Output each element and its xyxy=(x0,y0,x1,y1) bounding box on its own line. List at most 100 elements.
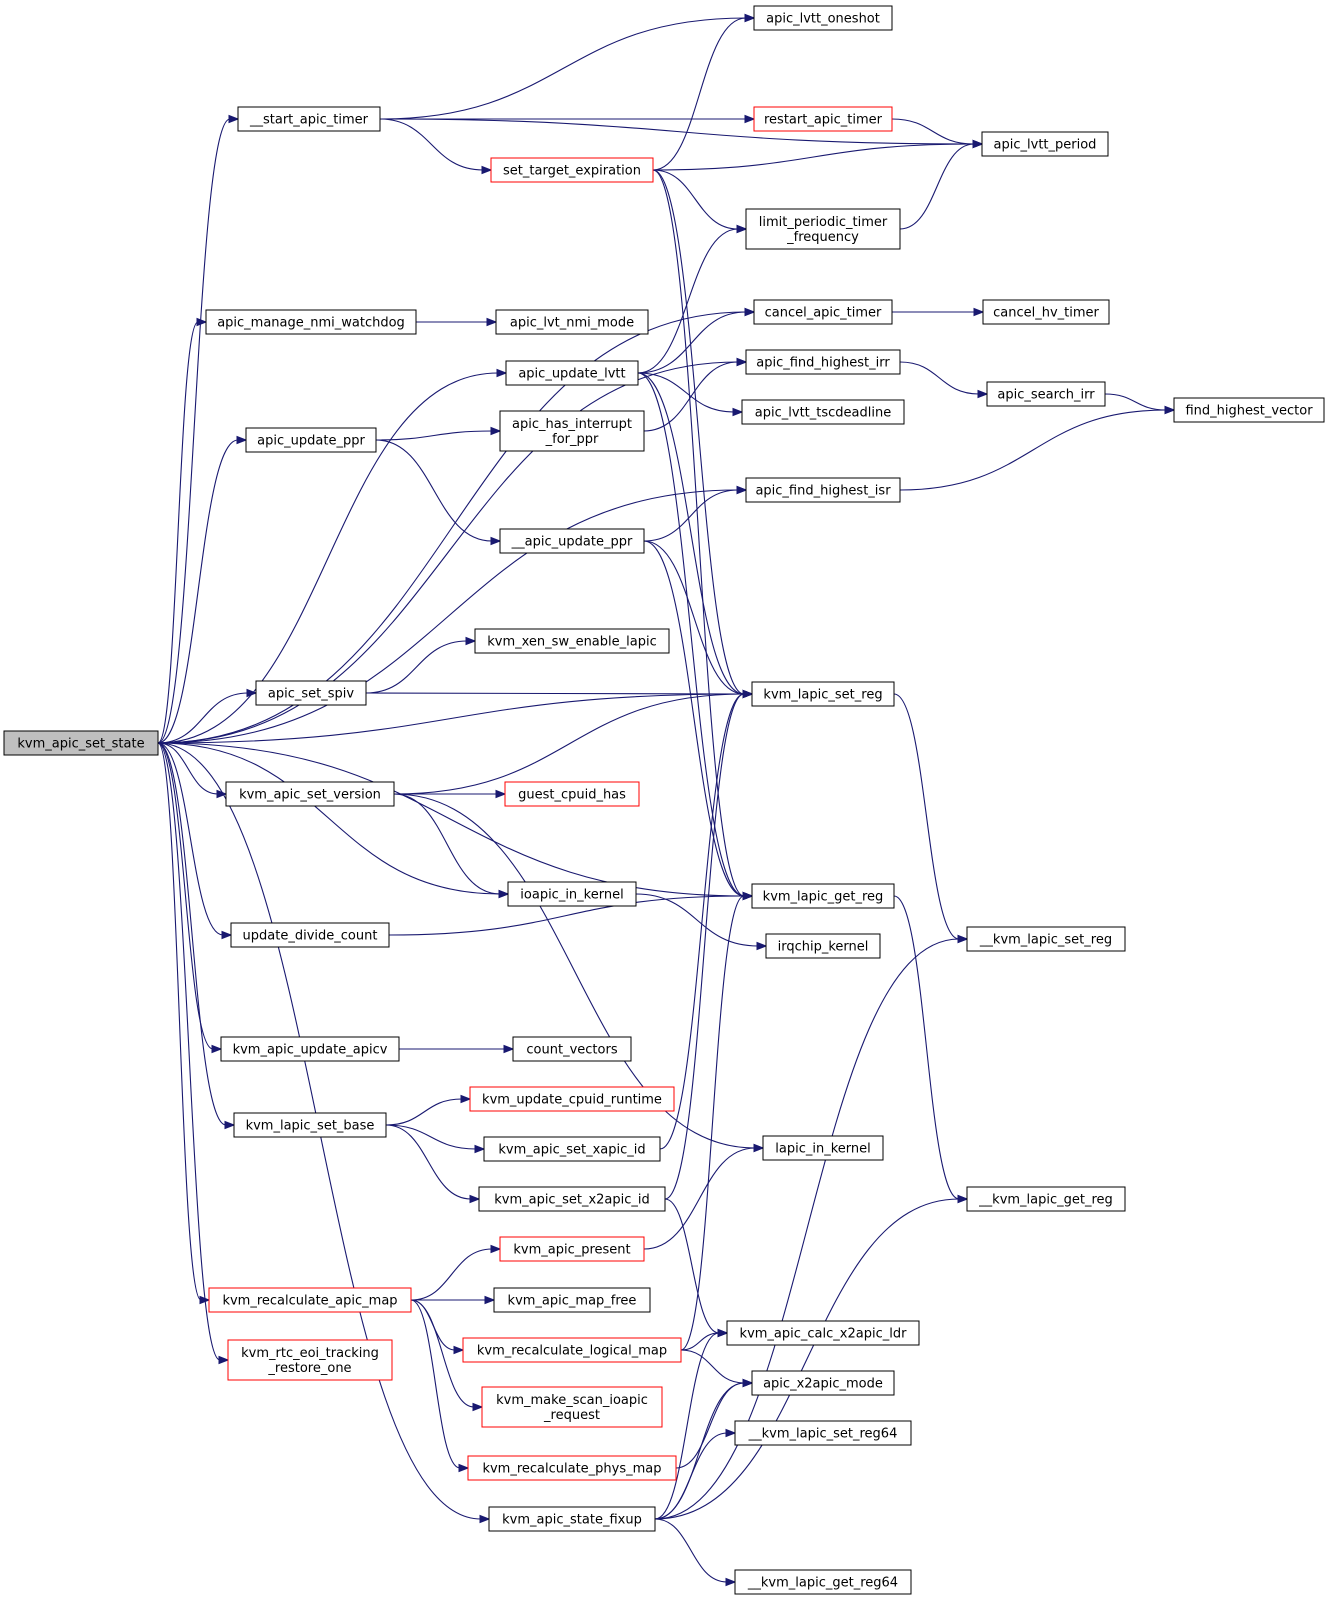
node-apic-set-spiv[interactable]: apic_set_spiv xyxy=(255,680,367,706)
node-cancel-hv-timer[interactable]: cancel_hv_timer xyxy=(982,299,1110,325)
node-label: apic_find_highest_irr xyxy=(756,356,890,371)
node-apic-search-irr[interactable]: apic_search_irr xyxy=(986,381,1106,407)
node-kvm-rtc-eoi-tracking-restore-one[interactable]: kvm_rtc_eoi_tracking_restore_one xyxy=(227,1339,393,1381)
node-label: kvm_apic_present xyxy=(513,1243,630,1258)
call-edge xyxy=(410,1299,465,1355)
node-kvm-lapic-get-reg64[interactable]: __kvm_lapic_get_reg64 xyxy=(734,1569,912,1595)
node-kvm-apic-present[interactable]: kvm_apic_present xyxy=(499,1236,645,1262)
node-apic-update-lvtt[interactable]: apic_update_lvtt xyxy=(505,360,639,386)
node-ioapic-in-kernel[interactable]: ioapic_in_kernel xyxy=(507,881,637,907)
node-cancel-apic-timer[interactable]: cancel_apic_timer xyxy=(753,299,893,325)
node-apic-x2apic-mode[interactable]: apic_x2apic_mode xyxy=(751,1370,895,1396)
node-limit-periodic-timer-frequency[interactable]: limit_periodic_timer_frequency xyxy=(745,208,901,250)
node-restart-apic-timer[interactable]: restart_apic_timer xyxy=(753,106,893,132)
edge-arrowhead xyxy=(957,934,969,944)
node-label: __kvm_lapic_get_reg64 xyxy=(747,1576,898,1591)
node-find-highest-vector[interactable]: find_highest_vector xyxy=(1173,397,1325,423)
node-kvm-apic-state-fixup[interactable]: kvm_apic_state_fixup xyxy=(488,1506,656,1532)
node-box xyxy=(230,922,390,948)
node-kvm-lapic-set-reg[interactable]: __kvm_lapic_set_reg xyxy=(966,926,1126,952)
call-edge xyxy=(654,934,969,1520)
node-kvm-apic-map-free[interactable]: kvm_apic_map_free xyxy=(493,1287,651,1313)
node-label: irqchip_kernel xyxy=(778,940,869,955)
node-box xyxy=(507,881,637,907)
node-label: kvm_xen_sw_enable_lapic xyxy=(487,635,656,650)
node-kvm-lapic-get-reg[interactable]: kvm_lapic_get_reg xyxy=(751,883,895,909)
node-lapic-in-kernel[interactable]: lapic_in_kernel xyxy=(762,1135,884,1161)
call-edge xyxy=(652,169,754,901)
edge-arrowhead xyxy=(742,689,754,699)
node-kvm-apic-set-x2apic-id[interactable]: kvm_apic_set_x2apic_id xyxy=(478,1186,666,1212)
node-kvm-make-scan-ioapic-request[interactable]: kvm_make_scan_ioapic_request xyxy=(481,1386,663,1428)
node-kvm-apic-update-apicv[interactable]: kvm_apic_update_apicv xyxy=(220,1036,400,1062)
edge-arrowhead xyxy=(490,536,502,546)
node-kvm-recalculate-apic-map[interactable]: kvm_recalculate_apic_map xyxy=(208,1287,412,1313)
node-start-apic-timer[interactable]: __start_apic_timer xyxy=(237,106,381,132)
edge-arrowhead xyxy=(753,1143,765,1153)
node-update-divide-count[interactable]: update_divide_count xyxy=(230,922,390,948)
edge-line xyxy=(157,742,221,1361)
edge-arrowhead xyxy=(236,435,248,445)
node-label: kvm_lapic_set_reg xyxy=(763,688,882,703)
node-kvm-xen-sw-enable-lapic[interactable]: kvm_xen_sw_enable_lapic xyxy=(474,628,670,654)
node-kvm-apic-set-state[interactable]: kvm_apic_set_state xyxy=(3,730,159,756)
edge-line xyxy=(157,742,214,1050)
node-irqchip-kernel[interactable]: irqchip_kernel xyxy=(765,933,881,959)
edge-arrowhead xyxy=(218,1355,230,1365)
edge-line xyxy=(891,118,975,145)
node-set-target-expiration[interactable]: set_target_expiration xyxy=(490,157,654,183)
node-label: __start_apic_timer xyxy=(249,113,369,128)
edge-line xyxy=(379,17,747,120)
edge-line xyxy=(157,693,745,744)
node-kvm-recalculate-phys-map[interactable]: kvm_recalculate_phys_map xyxy=(467,1455,677,1481)
node-apic-find-highest-isr[interactable]: apic_find_highest_isr xyxy=(745,477,901,503)
node-apic-lvtt-period[interactable]: apic_lvtt_period xyxy=(981,131,1109,157)
call-edge xyxy=(893,693,969,944)
node-apic-manage-nmi-watchdog[interactable]: apic_manage_nmi_watchdog xyxy=(205,309,417,335)
call-edge xyxy=(635,893,768,951)
node-kvm-lapic-set-base[interactable]: kvm_lapic_set_base xyxy=(233,1112,387,1138)
node-kvm-apic-set-xapic-id[interactable]: kvm_apic_set_xapic_id xyxy=(483,1136,661,1162)
node-apic-has-interrupt-for-ppr[interactable]: apic_has_interrupt_for_ppr xyxy=(499,410,645,452)
node-label: _restore_one xyxy=(267,1361,351,1376)
call-edge xyxy=(157,368,508,744)
node-box xyxy=(753,299,893,325)
edge-line xyxy=(410,1299,475,1408)
node-kvm-update-cpuid-runtime[interactable]: kvm_update_cpuid_runtime xyxy=(469,1086,675,1112)
call-edge xyxy=(643,485,748,542)
edge-line xyxy=(157,742,224,936)
edge-line xyxy=(410,1248,493,1301)
edge-line xyxy=(893,895,960,1200)
call-edge xyxy=(893,895,969,1204)
node-box xyxy=(245,427,377,453)
node-label: restart_apic_timer xyxy=(764,113,883,128)
edge-line xyxy=(365,692,745,695)
node-box xyxy=(499,410,645,452)
node-kvm-lapic-get-reg[interactable]: __kvm_lapic_get_reg xyxy=(966,1186,1126,1212)
node-label: update_divide_count xyxy=(243,929,378,944)
node-label: count_vectors xyxy=(526,1043,617,1058)
node-apic-find-highest-irr[interactable]: apic_find_highest_irr xyxy=(745,349,901,375)
edge-line xyxy=(157,489,739,744)
edge-arrowhead xyxy=(490,426,502,436)
node-count-vectors[interactable]: count_vectors xyxy=(512,1036,632,1062)
node-guest-cpuid-has[interactable]: guest_cpuid_has xyxy=(504,781,640,807)
node-kvm-apic-calc-x2apic-ldr[interactable]: kvm_apic_calc_x2apic_ldr xyxy=(726,1320,920,1346)
node-box xyxy=(966,1186,1126,1212)
call-edge xyxy=(899,361,989,399)
node-box xyxy=(504,781,640,807)
node-apic-update-ppr[interactable]: __apic_update_ppr xyxy=(499,528,645,554)
node-apic-update-ppr[interactable]: apic_update_ppr xyxy=(245,427,377,453)
node-kvm-apic-set-version[interactable]: kvm_apic_set_version xyxy=(225,781,395,807)
node-label: __kvm_lapic_set_reg64 xyxy=(748,1427,898,1442)
node-apic-lvt-nmi-mode[interactable]: apic_lvt_nmi_mode xyxy=(495,309,649,335)
call-edge xyxy=(410,1244,502,1301)
node-kvm-recalculate-logical-map[interactable]: kvm_recalculate_logical_map xyxy=(462,1337,682,1363)
node-apic-lvtt-tscdeadline[interactable]: apic_lvtt_tscdeadline xyxy=(741,399,905,425)
node-kvm-lapic-set-reg[interactable]: kvm_lapic_set_reg xyxy=(751,681,895,707)
node-label: apic_update_ppr xyxy=(257,434,365,449)
node-apic-lvtt-oneshot[interactable]: apic_lvtt_oneshot xyxy=(753,5,893,31)
edge-arrowhead xyxy=(725,1577,737,1587)
node-box xyxy=(751,883,895,909)
node-kvm-lapic-set-reg64[interactable]: __kvm_lapic_set_reg64 xyxy=(734,1420,912,1446)
